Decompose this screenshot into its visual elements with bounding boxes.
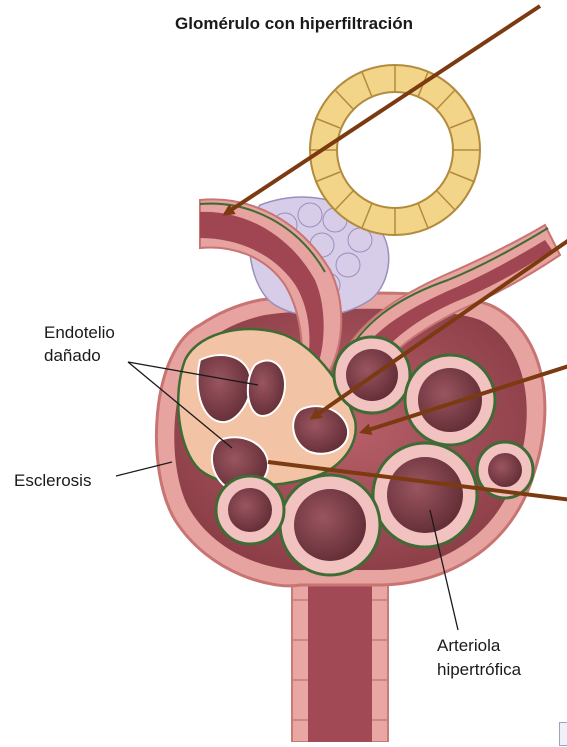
label-arteriola-line2: hipertrófica: [437, 659, 521, 681]
diagram-title: Glomérulo con hiperfiltración: [175, 14, 413, 34]
distal-tubule-ring: [310, 65, 480, 235]
corner-frame-fragment: [559, 722, 567, 746]
label-esclerosis: Esclerosis: [14, 470, 91, 492]
label-endotelio-line2: dañado: [44, 345, 101, 367]
label-arteriola-line1: Arteriola: [437, 635, 500, 657]
proximal-tubule-stem: [292, 570, 388, 742]
label-endotelio-line1: Endotelio: [44, 322, 115, 344]
